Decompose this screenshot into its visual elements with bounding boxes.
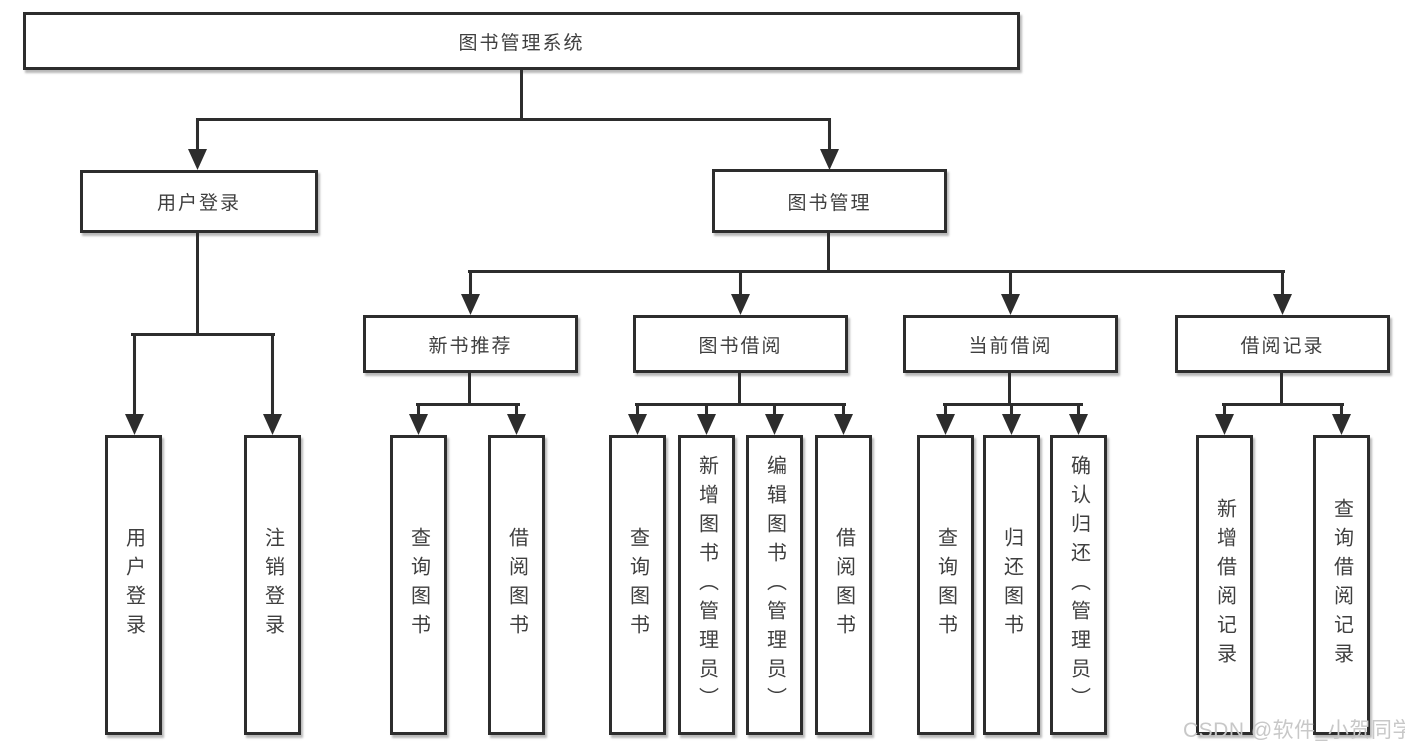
leaf-add-books-admin: 新增图书（管理员） — [678, 435, 735, 735]
node-root: 图书管理系统 — [23, 12, 1020, 70]
arrow-down-icon — [1215, 403, 1234, 435]
leaf-edit-books-admin: 编辑图书（管理员） — [746, 435, 803, 735]
arrow-down-icon — [1273, 270, 1292, 315]
node-book-borrowing: 图书借阅 — [633, 315, 848, 373]
arrow-down-icon — [820, 118, 839, 170]
arrow-down-icon — [834, 403, 853, 435]
leaf-search-books-borrowing-label: 查询图书 — [626, 527, 649, 643]
connector-root-stem — [520, 69, 523, 121]
connector-bookmgmt-stem — [827, 232, 830, 273]
connector-records-hline — [1222, 403, 1344, 406]
leaf-search-books-current: 查询图书 — [917, 435, 974, 735]
connector-recommend-stem — [468, 371, 471, 406]
arrow-down-icon — [1002, 403, 1021, 435]
leaf-return-books: 归还图书 — [983, 435, 1040, 735]
arrow-down-icon — [936, 403, 955, 435]
leaf-add-books-admin-label: 新增图书（管理员） — [695, 454, 718, 716]
leaf-logout: 注销登录 — [244, 435, 301, 735]
connector-root-hline — [196, 118, 831, 121]
connector-current-stem — [1008, 371, 1011, 406]
leaf-search-books-recommend: 查询图书 — [390, 435, 447, 735]
leaf-search-books-recommend-label: 查询图书 — [407, 527, 430, 643]
leaf-confirm-return-admin: 确认归还（管理员） — [1050, 435, 1107, 735]
leaf-user-login-label: 用户登录 — [122, 527, 145, 643]
connector-recommend-hline — [416, 403, 520, 406]
leaf-confirm-return-admin-label: 确认归还（管理员） — [1067, 454, 1090, 716]
node-new-book-recommend: 新书推荐 — [363, 315, 578, 373]
connector-records-stem — [1280, 371, 1283, 406]
leaf-search-books-borrowing: 查询图书 — [609, 435, 666, 735]
connector-bookmgmt-hline — [468, 270, 1285, 273]
connector-userlogin-stem — [196, 232, 199, 336]
leaf-search-books-current-label: 查询图书 — [934, 527, 957, 643]
leaf-borrow-books: 借阅图书 — [815, 435, 872, 735]
node-book-management: 图书管理 — [712, 169, 947, 233]
arrow-down-icon — [697, 403, 716, 435]
arrow-down-icon — [1332, 403, 1351, 435]
leaf-borrow-books-recommend-label: 借阅图书 — [505, 527, 528, 643]
leaf-user-login: 用户登录 — [105, 435, 162, 735]
leaf-add-borrow-record: 新增借阅记录 — [1196, 435, 1253, 735]
arrow-down-icon — [765, 403, 784, 435]
leaf-search-borrow-record-label: 查询借阅记录 — [1330, 498, 1353, 672]
arrow-down-icon — [1001, 270, 1020, 315]
connector-borrowing-stem — [738, 371, 741, 406]
leaf-logout-label: 注销登录 — [261, 527, 284, 643]
node-borrowing-records: 借阅记录 — [1175, 315, 1390, 373]
leaf-edit-books-admin-label: 编辑图书（管理员） — [763, 454, 786, 716]
csdn-watermark: CSDN @软件_小贺同学 — [1183, 719, 1405, 742]
arrow-down-icon — [125, 333, 144, 435]
arrow-down-icon — [731, 270, 750, 315]
arrow-down-icon — [628, 403, 647, 435]
leaf-borrow-books-label: 借阅图书 — [832, 527, 855, 643]
arrow-down-icon — [188, 118, 207, 170]
leaf-return-books-label: 归还图书 — [1000, 527, 1023, 643]
node-current-borrowing: 当前借阅 — [903, 315, 1118, 373]
connector-borrowing-hline — [635, 403, 846, 406]
arrow-down-icon — [461, 270, 480, 315]
arrow-down-icon — [507, 403, 526, 435]
arrow-down-icon — [1069, 403, 1088, 435]
arrow-down-icon — [263, 333, 282, 435]
leaf-search-borrow-record: 查询借阅记录 — [1313, 435, 1370, 735]
leaf-borrow-books-recommend: 借阅图书 — [488, 435, 545, 735]
connector-userlogin-hline — [131, 333, 275, 336]
node-user-login: 用户登录 — [80, 170, 318, 233]
leaf-add-borrow-record-label: 新增借阅记录 — [1213, 498, 1236, 672]
arrow-down-icon — [409, 403, 428, 435]
